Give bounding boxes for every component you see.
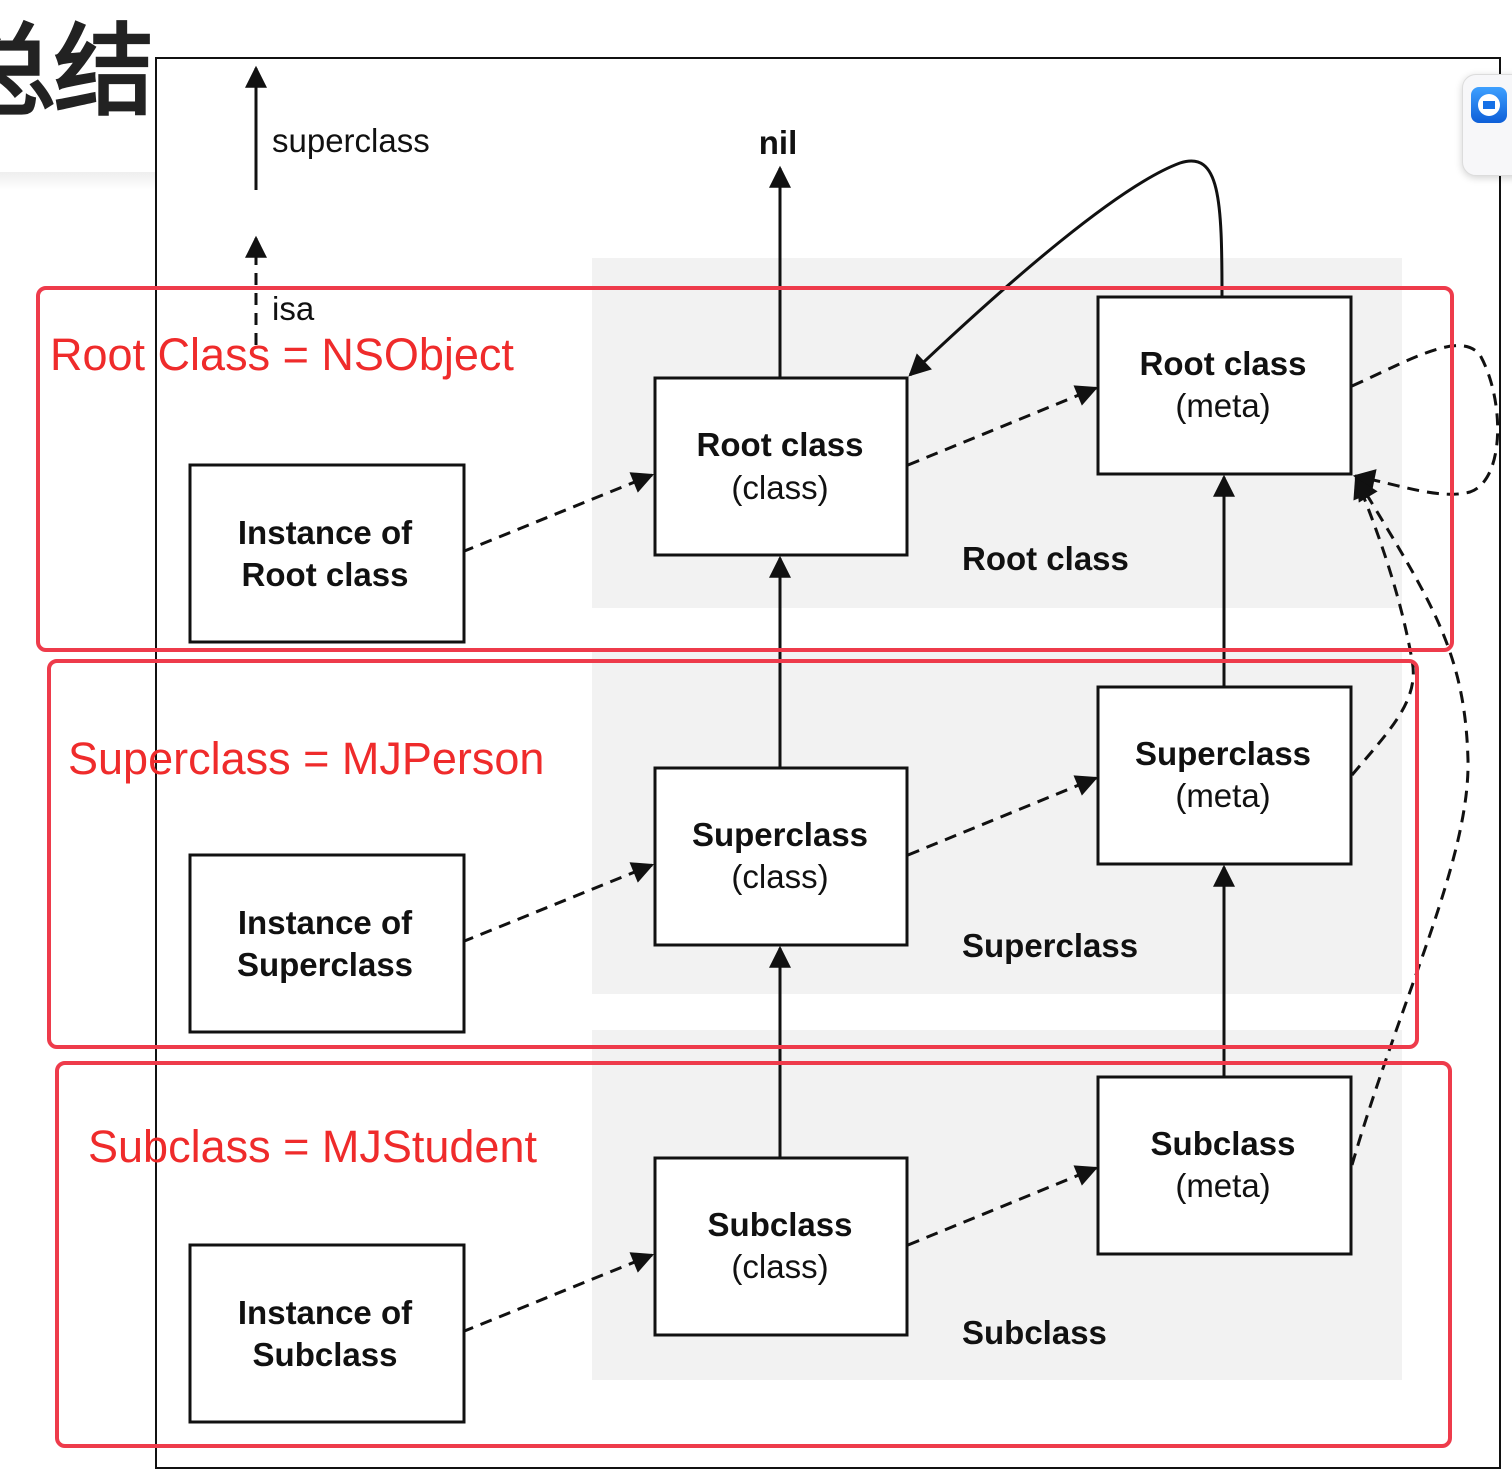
teamviewer-icon[interactable] <box>1471 87 1507 123</box>
diagram-frame <box>155 57 1501 1469</box>
instance-sub-line2: Subclass <box>253 1336 398 1373</box>
super-band-label: Superclass <box>962 927 1138 964</box>
super-class-line2: (class) <box>731 858 828 895</box>
page-title: 总结 <box>0 13 154 130</box>
sub-class-line1: Subclass <box>708 1206 853 1243</box>
instance-root-node: Instance of Root class <box>188 463 466 644</box>
sub-class-isa-arrow <box>907 1165 1099 1247</box>
sub-annotation-text: Subclass = MJStudent <box>88 1121 537 1172</box>
legend-superclass-label: superclass <box>272 122 430 159</box>
instance-sub-node: Instance of Subclass <box>188 1243 466 1424</box>
root-meta-line2: (meta) <box>1175 387 1270 424</box>
instance-root-isa-arrow <box>461 472 655 554</box>
super-meta-line2: (meta) <box>1175 777 1270 814</box>
root-class-node: Root class (class) <box>653 376 909 557</box>
root-annotation-box <box>36 286 1454 652</box>
instance-super-isa-arrow <box>461 862 655 944</box>
title-divider <box>0 172 156 190</box>
root-meta-node: Root class (meta) <box>1096 295 1353 476</box>
sub-band-label: Subclass <box>962 1314 1107 1351</box>
instance-root-line2: Root class <box>242 556 409 593</box>
instance-sub-isa-arrow <box>461 1252 655 1334</box>
sub-meta-line2: (meta) <box>1175 1167 1270 1204</box>
super-annotation-box <box>47 659 1419 1049</box>
super-class-isa-arrow <box>907 775 1099 857</box>
super-annotation-text: Superclass = MJPerson <box>68 733 544 784</box>
instance-super-node: Instance of Superclass <box>188 853 466 1034</box>
root-meta-to-root-class-arrow <box>908 159 1224 377</box>
super-meta-node: Superclass (meta) <box>1096 685 1353 866</box>
instance-sub-line1: Instance of <box>238 1294 413 1331</box>
instance-root-line1: Instance of <box>238 514 413 551</box>
sub-meta-line1: Subclass <box>1151 1125 1296 1162</box>
sub-meta-isa-arrow <box>1350 478 1470 1166</box>
root-class-line2: (class) <box>731 469 828 506</box>
teamviewer-widget[interactable] <box>1462 74 1512 176</box>
root-band-label: Root class <box>962 540 1129 577</box>
root-meta-self-isa-arrow <box>1351 344 1500 496</box>
sub-meta-node: Subclass (meta) <box>1096 1075 1353 1256</box>
root-class-isa-arrow <box>907 385 1099 467</box>
root-annotation-text: Root Class = NSObject <box>50 329 514 380</box>
super-meta-line1: Superclass <box>1135 735 1311 772</box>
nil-label: nil <box>759 124 798 161</box>
sub-class-line2: (class) <box>731 1248 828 1285</box>
legend-isa-label: isa <box>272 290 315 327</box>
super-class-node: Superclass (class) <box>653 766 909 947</box>
super-class-line1: Superclass <box>692 816 868 853</box>
instance-super-line1: Instance of <box>238 904 413 941</box>
sub-class-node: Subclass (class) <box>653 1156 909 1337</box>
root-class-line1: Root class <box>697 426 864 463</box>
instance-super-line2: Superclass <box>237 946 413 983</box>
root-meta-line1: Root class <box>1140 345 1307 382</box>
sub-annotation-box <box>55 1061 1452 1448</box>
